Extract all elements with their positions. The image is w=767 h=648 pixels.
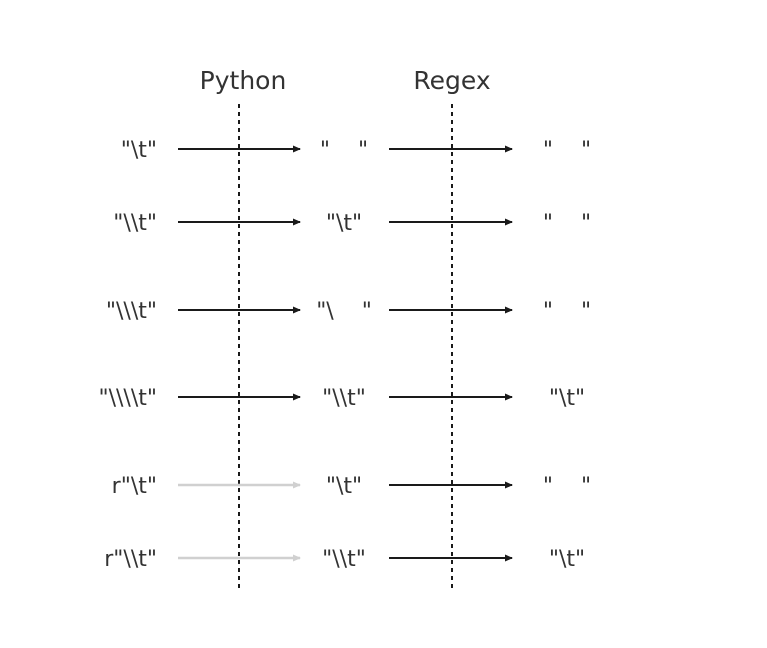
input-string: "\t" (121, 138, 157, 163)
input-string: "\\t" (113, 211, 157, 236)
regex-result-string: " " (543, 211, 591, 236)
python-result-string: "\t" (326, 474, 362, 499)
regex-result-string: "\t" (549, 547, 585, 572)
input-string: "\\\t" (106, 299, 157, 324)
escape-row: "\t" " " " " (121, 138, 591, 163)
escape-row: r"\\t" "\\t" "\t" (104, 547, 585, 572)
regex-result-string: " " (543, 138, 591, 163)
regex-result-string: "\t" (549, 386, 585, 411)
python-result-string: "\ " (316, 299, 372, 324)
stage-label-regex: Regex (413, 66, 490, 95)
input-string: r"\\t" (104, 547, 157, 572)
regex-result-string: " " (543, 474, 591, 499)
stage-label-python: Python (200, 66, 287, 95)
regex-result-string: " " (543, 299, 591, 324)
escape-row: "\\t" "\t" " " (113, 211, 591, 236)
escape-row: "\\\\t" "\\t" "\t" (98, 386, 585, 411)
rows-layer: "\t" " " " " "\\t" "\t" " " "\\\t" "\ " " " "\\\\… (98, 138, 591, 572)
escape-row: "\\\t" "\ " " " (106, 299, 591, 324)
input-string: "\\\\t" (98, 386, 157, 411)
python-result-string: "\\t" (322, 386, 366, 411)
escape-row: r"\t" "\t" " " (112, 474, 591, 499)
python-result-string: " " (320, 138, 368, 163)
python-result-string: "\\t" (322, 547, 366, 572)
input-string: r"\t" (112, 474, 157, 499)
python-result-string: "\t" (326, 211, 362, 236)
